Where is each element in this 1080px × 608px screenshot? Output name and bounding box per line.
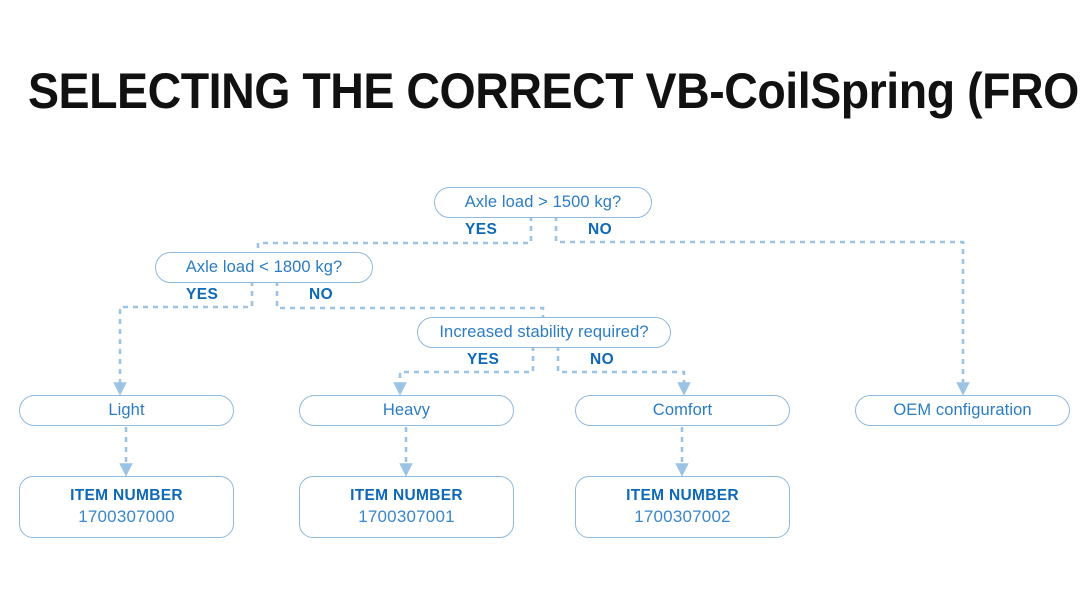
edge-q1-no — [554, 216, 970, 396]
outcome-label: Heavy — [382, 401, 431, 419]
item-number-card-light[interactable]: ITEM NUMBER 1700307000 — [19, 476, 234, 538]
decision-node-axle-load-1800[interactable]: Axle load < 1800 kg? — [155, 252, 373, 283]
item-number-card-heavy[interactable]: ITEM NUMBER 1700307001 — [299, 476, 514, 538]
outcome-node-light[interactable]: Light — [19, 395, 234, 426]
branch-label-q3-no: NO — [590, 351, 615, 368]
item-number-value: 1700307002 — [634, 507, 731, 526]
outcome-node-oem-configuration[interactable]: OEM configuration — [855, 395, 1070, 426]
outcome-node-comfort[interactable]: Comfort — [575, 395, 790, 426]
item-number-label: ITEM NUMBER — [350, 487, 463, 504]
item-number-value: 1700307000 — [78, 507, 175, 526]
outcome-label: Comfort — [652, 401, 713, 419]
decision-label: Increased stability required? — [439, 323, 649, 341]
decision-node-axle-load-1500[interactable]: Axle load > 1500 kg? — [434, 187, 652, 218]
decision-label: Axle load > 1500 kg? — [464, 193, 622, 211]
item-number-label: ITEM NUMBER — [626, 487, 739, 504]
item-number-label: ITEM NUMBER — [70, 487, 183, 504]
branch-label-q3-yes: YES — [467, 351, 500, 368]
decision-label: Axle load < 1800 kg? — [185, 258, 343, 276]
outcome-label: OEM configuration — [893, 401, 1032, 419]
branch-label-q2-no: NO — [309, 286, 334, 303]
branch-label-q1-yes: YES — [465, 221, 498, 238]
branch-label-q2-yes: YES — [186, 286, 219, 303]
item-number-card-comfort[interactable]: ITEM NUMBER 1700307002 — [575, 476, 790, 538]
branch-label-q1-no: NO — [588, 221, 613, 238]
decision-node-increased-stability[interactable]: Increased stability required? — [417, 317, 671, 348]
page-title: SELECTING THE CORRECT VB-CoilSpring (FRO… — [28, 63, 1080, 119]
item-number-value: 1700307001 — [358, 507, 455, 526]
outcome-node-heavy[interactable]: Heavy — [299, 395, 514, 426]
edge-q3-no — [556, 346, 691, 396]
outcome-label: Light — [108, 401, 145, 419]
